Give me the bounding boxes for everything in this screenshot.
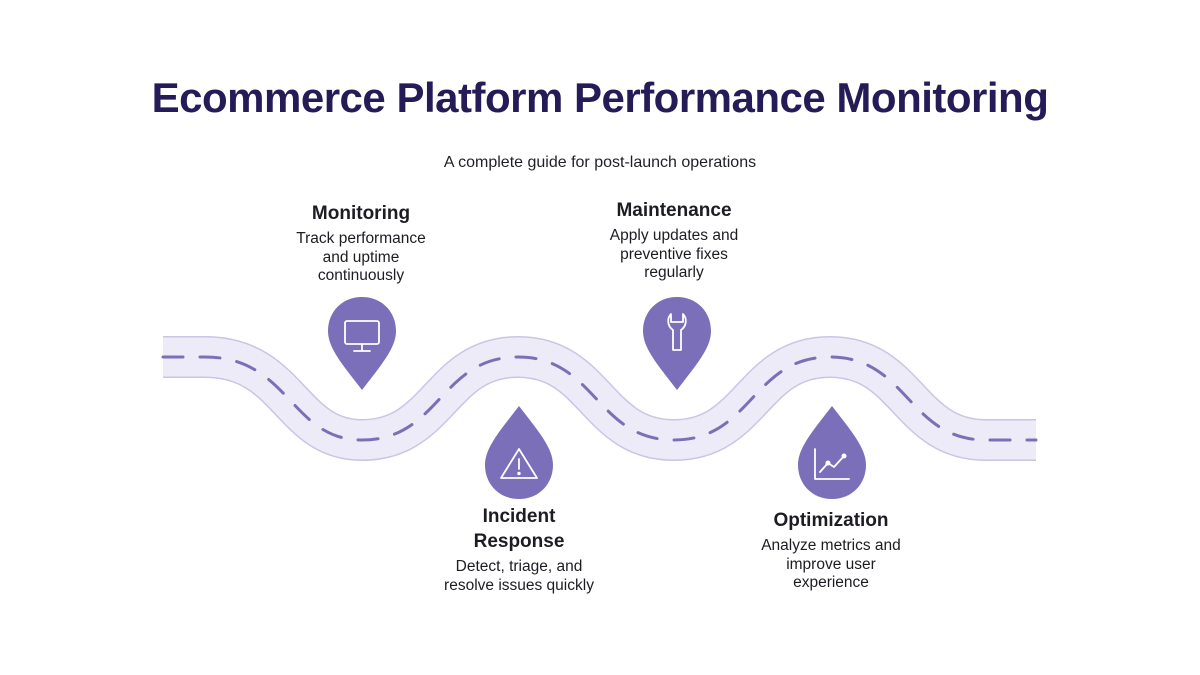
stage-title: Optimization [773, 510, 889, 531]
road-surface [163, 337, 1036, 460]
pin-monitoring [328, 297, 396, 390]
pin-incident [485, 406, 553, 499]
stage-description: Apply updates and preventive fixes regul… [609, 227, 739, 281]
road-center-dashes [161, 355, 1038, 442]
stage-title: Monitoring [311, 203, 411, 224]
wrench-icon [667, 313, 687, 351]
line-chart-icon [814, 448, 850, 480]
stage-description: Detect, triage, and resolve issues quick… [444, 558, 594, 594]
stage-title: Maintenance [616, 200, 732, 221]
stage-description: Track performance and uptime continuousl… [296, 230, 426, 284]
stage-description: Analyze metrics and improve user experie… [761, 537, 901, 591]
stage-incident-response: Incident Response Detect, triage, and re… [399, 504, 639, 595]
stage-title: Incident Response [473, 506, 565, 552]
stage-monitoring: Monitoring Track performance and uptime … [241, 201, 481, 286]
road [161, 335, 1038, 462]
warning-icon [500, 448, 538, 479]
page-subtitle: A complete guide for post-launch operati… [443, 154, 757, 171]
stage-optimization: Optimization Analyze metrics and improve… [711, 508, 951, 593]
pin-optimization [798, 406, 866, 499]
pin-maintenance [643, 297, 711, 390]
stage-maintenance: Maintenance Apply updates and preventive… [554, 198, 794, 283]
monitor-icon [344, 320, 380, 352]
page-title: Ecommerce Platform Performance Monitorin… [151, 74, 1049, 121]
